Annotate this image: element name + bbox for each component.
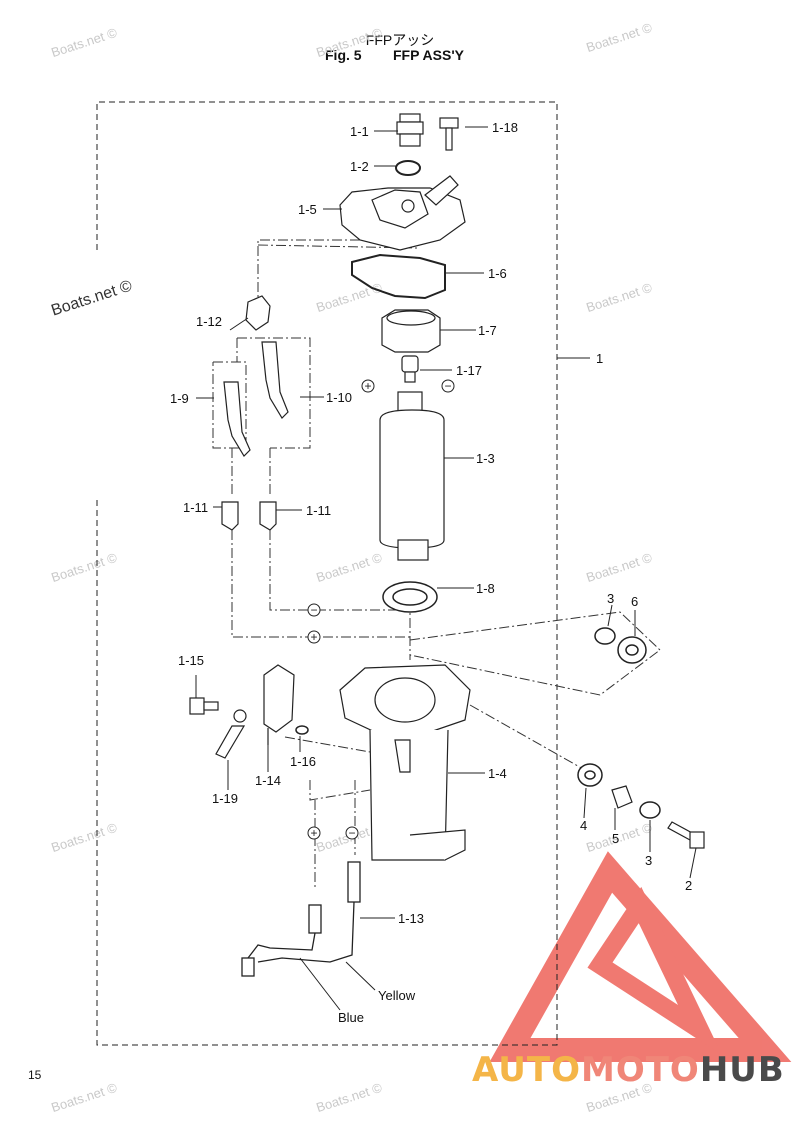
polarity-minus: − [348,826,355,840]
label-1-11: 1-11 [306,503,331,518]
label-6: 6 [631,594,638,609]
label-1-17: 1-17 [456,363,482,378]
part-1-19-strap [215,709,247,759]
part-1-10-terminal [261,341,289,419]
polarity-plus: + [364,379,371,393]
title-japanese: FFPアッシ [365,32,435,48]
brand-part-auto: AUTO [472,1050,581,1090]
brand-part-hub: HUB [699,1050,785,1090]
wire-label-yellow: Yellow [378,988,416,1003]
page-number: 15 [28,1068,42,1082]
part-6-grommet [617,636,647,664]
label-4: 4 [580,818,587,833]
label-3: 3 [645,853,652,868]
wire-label-blue: Blue [338,1010,364,1025]
label-1-1: 1-1 [350,124,369,139]
label-1-14: 1-14 [255,773,281,788]
part-1-9-terminal [223,381,251,457]
polarity-minus: − [310,603,317,617]
label-1-4: 1-4 [488,766,507,781]
label-1-10: 1-10 [326,390,352,405]
label-1-11: 1-11 [183,500,208,515]
part-1-16-washer [295,725,309,735]
part-1-14-holder [263,664,295,745]
part-1-17-filter [401,355,419,383]
part-1-5-cover [339,175,466,251]
part-1-7-nut [381,309,441,353]
brand-logo-mark [489,851,792,1062]
assembly-boundary [96,101,558,1046]
label-1-6: 1-6 [488,266,507,281]
part-1-15-screw [189,697,219,715]
part-4-grommet [577,763,603,787]
label-1-9: 1-9 [170,391,189,406]
part-3-washer [594,627,616,645]
part-1-18-screw [439,117,459,151]
part-1-4-housing [339,664,471,861]
part-1-13-harness [241,861,361,977]
polarity-plus: + [310,630,317,644]
label-1-15: 1-15 [178,653,204,668]
label-1-16: 1-16 [290,754,316,769]
brand-part-moto: MOTO [580,1050,700,1090]
part-1-6-gasket [351,253,446,300]
label-1-7: 1-7 [478,323,497,338]
part-3-washer [639,801,661,819]
part-1-12-cap [245,295,271,331]
label-1-18: 1-18 [492,120,518,135]
polarity-plus: + [310,826,317,840]
part-1-8-ring [382,581,438,613]
label-3: 3 [607,591,614,606]
label-1-8: 1-8 [476,581,495,596]
label-1-13: 1-13 [398,911,424,926]
part-1-3-pump [379,391,445,561]
part-1-11-boot [221,501,277,531]
part-2-bolt [667,821,705,849]
label-1-12: 1-12 [196,314,222,329]
part-1-1-fitting [396,113,424,147]
figure-number: Fig. 5 [325,47,362,63]
label-1: 1 [596,351,603,366]
label-1-3: 1-3 [476,451,495,466]
label-1-2: 1-2 [350,159,369,174]
part-5-collar [611,785,633,809]
brand-wordmark: AUTOMOTOHUB [472,1050,785,1090]
part-1-2-washer [395,160,421,176]
figure-title: FFP ASS'Y [393,47,465,63]
label-1-19: 1-19 [212,791,238,806]
polarity-minus: − [444,379,451,393]
label-1-5: 1-5 [298,202,317,217]
label-5: 5 [612,831,619,846]
label-2: 2 [685,878,692,893]
